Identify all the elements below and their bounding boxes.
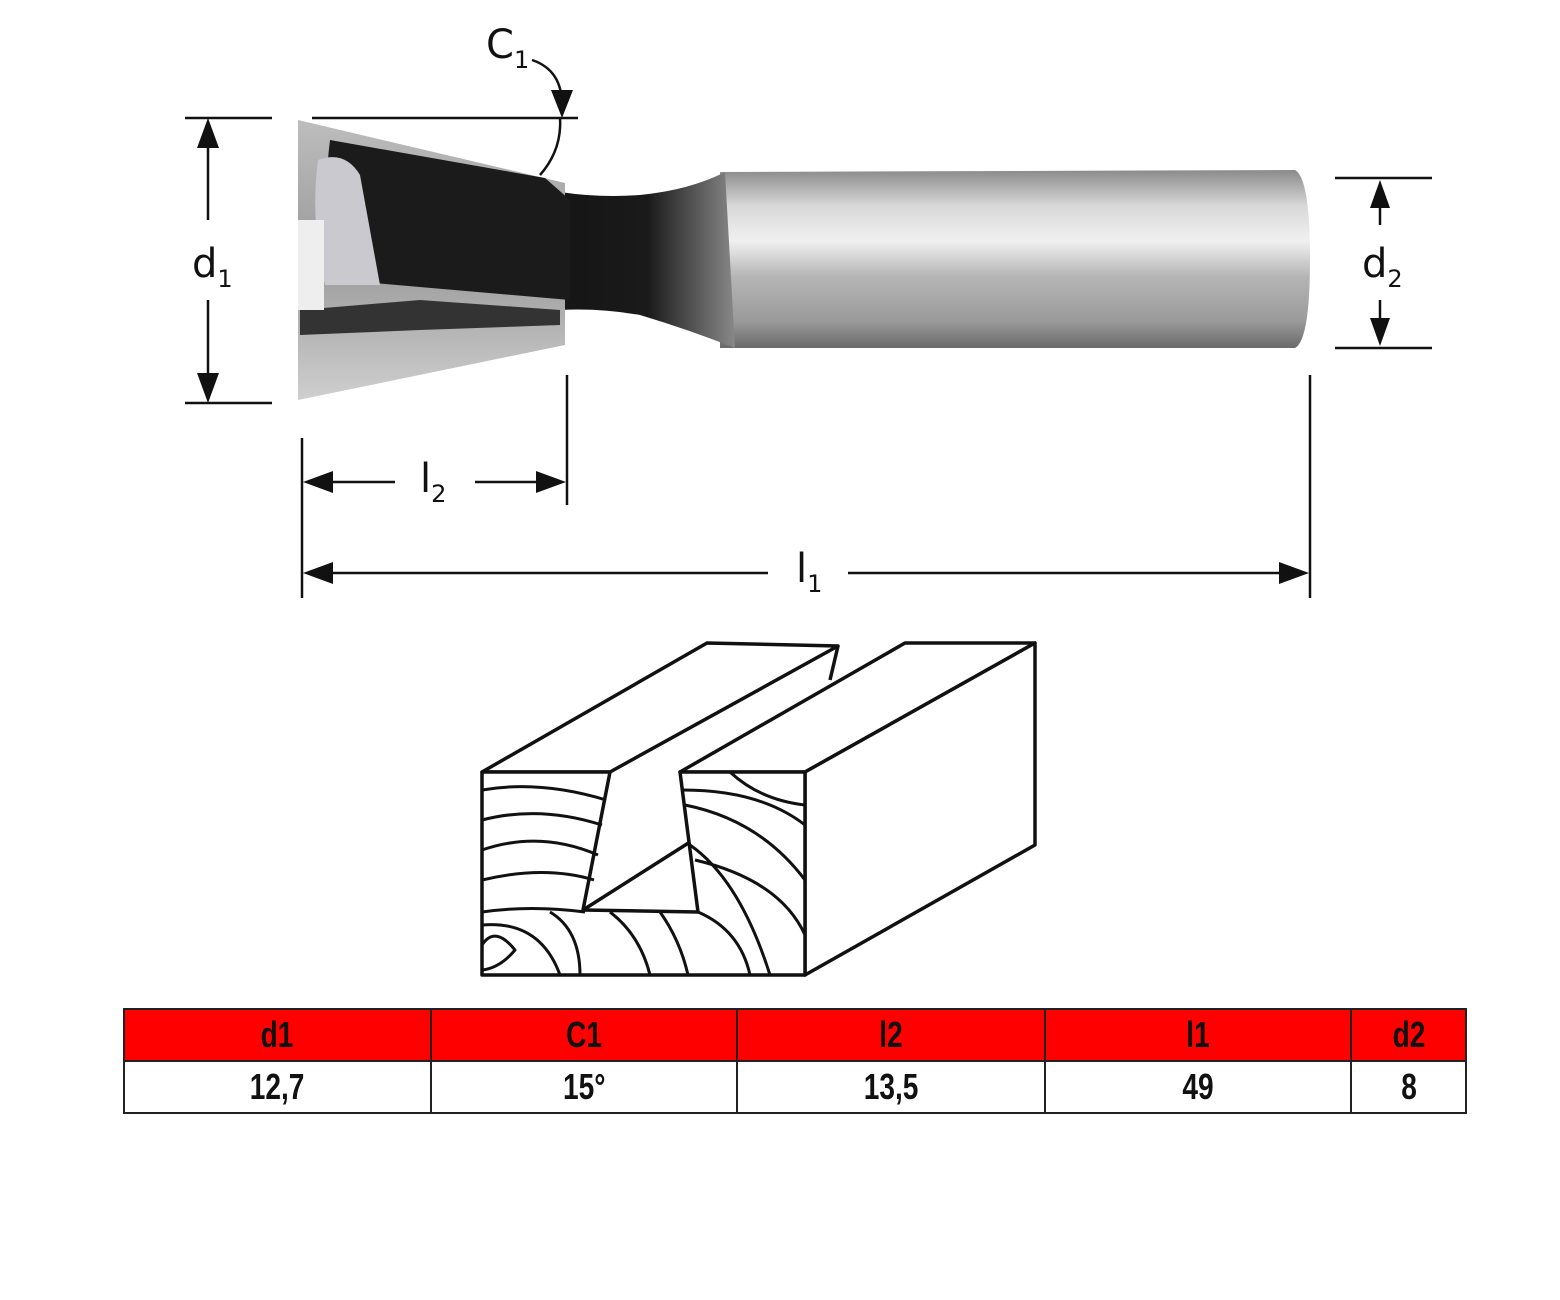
dimensions-table: d1 C1 l2 l1 d2 12,7 15° 13,5 49 8 [123, 1008, 1467, 1114]
arrow-up-icon [197, 118, 219, 148]
label-d2: d2 [1362, 241, 1403, 293]
label-l2: l2 [420, 456, 446, 508]
dovetail-joint-illustration [480, 641, 1037, 977]
arrow-down-icon [551, 90, 573, 118]
bit-shank [720, 170, 1310, 348]
label-d1: d1 [192, 241, 233, 293]
header-d2: d2 [1350, 1008, 1467, 1062]
header-l2: l2 [736, 1008, 1046, 1062]
arrow-left-icon [303, 562, 333, 584]
header-c1: C1 [429, 1008, 739, 1062]
arrow-left-icon [303, 471, 333, 493]
bit-lower-flute [300, 300, 560, 335]
arrow-up-icon [1370, 180, 1390, 208]
value-l2: 13,5 [736, 1060, 1046, 1114]
arrow-right-icon [1279, 562, 1309, 584]
bit-neck [560, 172, 735, 348]
table-header-row: d1 C1 l2 l1 d2 [123, 1008, 1467, 1062]
wood-grain [480, 770, 807, 976]
bit-center [298, 220, 324, 310]
value-d2: 8 [1350, 1060, 1467, 1114]
header-d1: d1 [123, 1008, 432, 1062]
arrow-right-icon [536, 471, 566, 493]
value-c1: 15° [429, 1060, 739, 1114]
label-l1: l1 [796, 546, 822, 598]
arrow-down-icon [1370, 318, 1390, 346]
router-bit [298, 120, 1310, 400]
router-bit-diagram: d1 C1 d2 l2 l1 [185, 22, 1432, 977]
header-l1: l1 [1043, 1008, 1353, 1062]
bit-flute [326, 140, 570, 300]
table-row: 12,7 15° 13,5 49 8 [123, 1060, 1467, 1114]
label-c1: C1 [486, 22, 529, 74]
value-d1: 12,7 [123, 1060, 432, 1114]
value-l1: 49 [1043, 1060, 1353, 1114]
dimension-arrows [197, 90, 1390, 584]
arrow-down-icon [197, 373, 219, 403]
bit-cutter-face [315, 157, 380, 285]
